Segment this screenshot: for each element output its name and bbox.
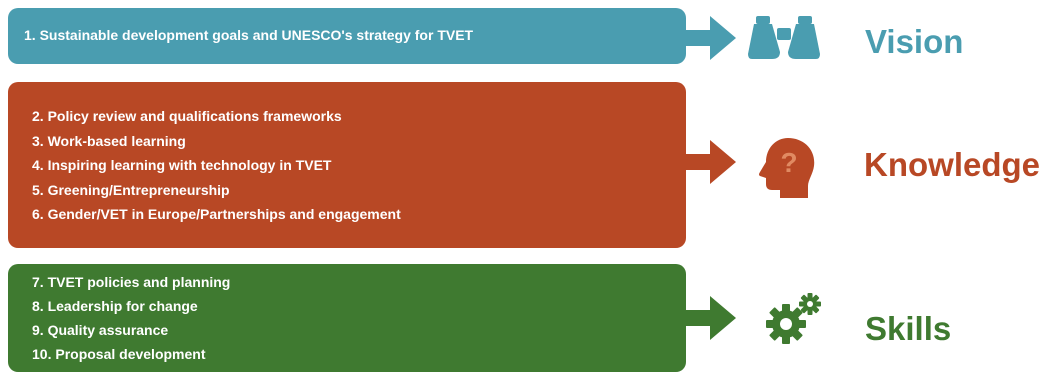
vision-label: Vision (865, 23, 964, 60)
knowledge-label: Knowledge (864, 146, 1041, 183)
module-item-3: 3. Work-based learning (32, 132, 186, 149)
gears-icon (766, 293, 821, 344)
module-item-7: 7. TVET policies and planning (32, 274, 231, 290)
module-item-1: 1. Sustainable development goals and UNE… (24, 27, 474, 43)
module-item-5: 5. Greening/Entrepreneurship (32, 181, 230, 198)
vision-box: 1. Sustainable development goals and UNE… (8, 8, 686, 64)
module-item-6: 6. Gender/VET in Europe/Partnerships and… (32, 206, 401, 222)
skills-box: 7. TVET policies and planning 8. Leaders… (8, 264, 686, 372)
skills-arrow-icon (680, 296, 736, 340)
skills-label: Skills (865, 310, 952, 347)
module-item-2: 2. Policy review and qualifications fram… (32, 108, 342, 124)
head-question-icon: ? (759, 138, 815, 198)
svg-text:?: ? (780, 147, 797, 178)
binoculars-icon (748, 16, 820, 59)
module-item-8: 8. Leadership for change (32, 298, 198, 314)
module-item-9: 9. Quality assurance (32, 322, 169, 338)
vision-arrow-icon (680, 16, 736, 60)
knowledge-arrow-icon (680, 140, 736, 184)
knowledge-box: 2. Policy review and qualifications fram… (8, 82, 686, 248)
module-item-4: 4. Inspiring learning with technology in… (32, 157, 332, 173)
module-item-10: 10. Proposal development (32, 346, 206, 362)
